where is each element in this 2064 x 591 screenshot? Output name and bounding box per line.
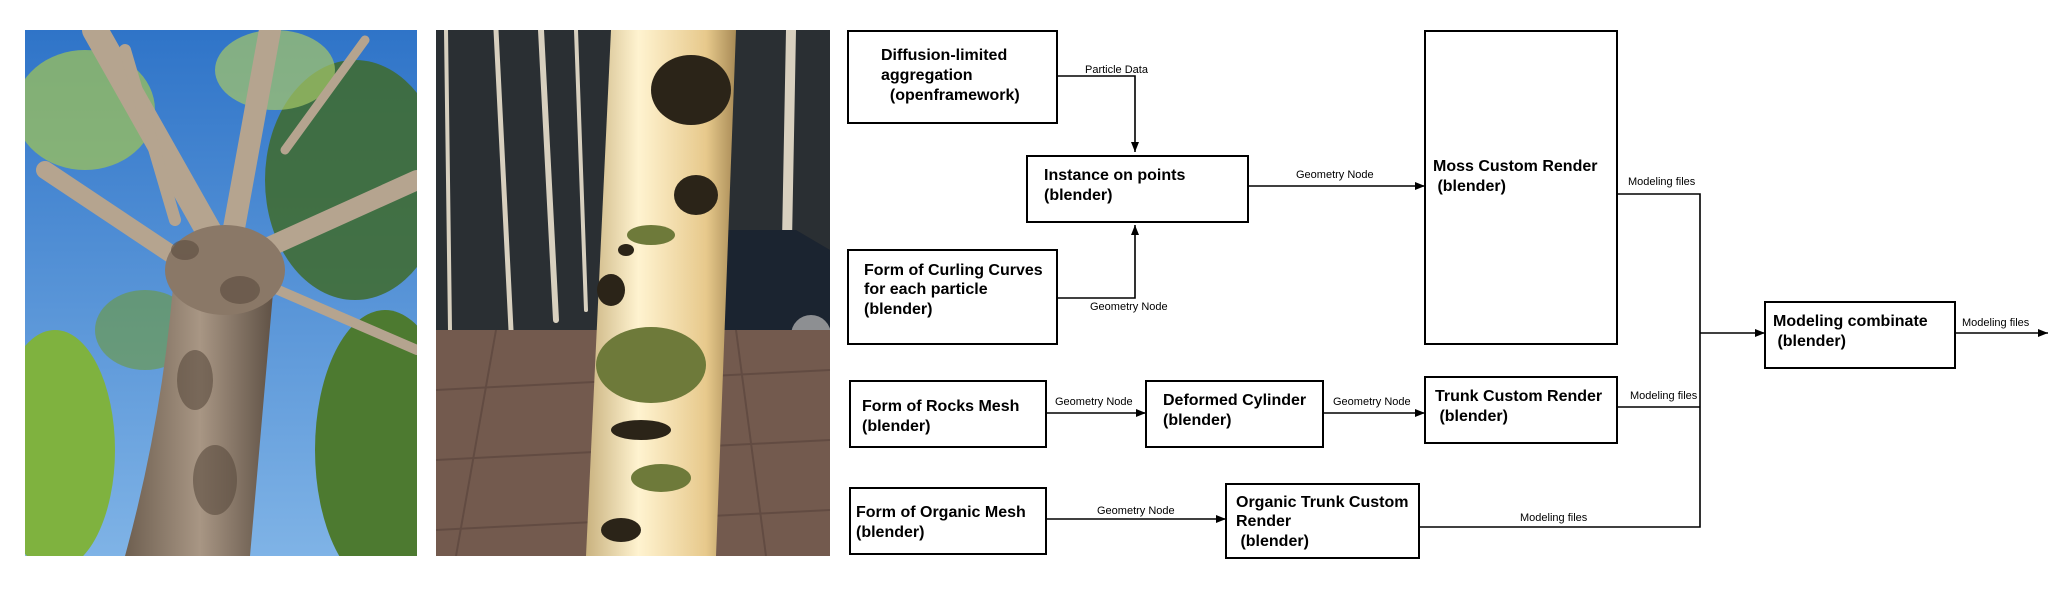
sycamore-tree-image <box>25 30 417 556</box>
node-curling-line-3: (blender) <box>864 301 932 318</box>
node-modeling-combinate: Modeling combinate (blender) <box>1764 301 1956 369</box>
node-dla-line-3: (openframework) <box>881 87 1020 104</box>
node-trunk-line-1: Trunk Custom Render <box>1435 388 1602 405</box>
node-dla-line-1: Diffusion-limited <box>881 47 1007 64</box>
edge-curling-to-instance <box>1057 225 1139 299</box>
edge-label-modeling-files-organic: Modeling files <box>1520 512 1588 524</box>
node-curling-line-2: for each particle <box>864 281 988 298</box>
node-moss-line-2: (blender) <box>1433 178 1506 195</box>
node-deformed-line-2: (blender) <box>1163 412 1231 429</box>
sycamore-tree-photo <box>25 30 417 556</box>
node-deformed-cylinder: Deformed Cylinder (blender) <box>1145 380 1324 448</box>
edge-label-modeling-files-trunk: Modeling files <box>1630 390 1698 402</box>
node-diffusion-limited-aggregation: Diffusion-limited aggregation (openframe… <box>847 30 1058 124</box>
edge-label-particle-data: Particle Data <box>1085 64 1149 76</box>
node-organic-trunk-custom-render: Organic Trunk Custom Render (blender) <box>1225 483 1420 559</box>
node-rocks-line-2: (blender) <box>862 418 930 435</box>
edge-moss-organic-bus <box>1419 193 1701 528</box>
node-rocks-line-1: Form of Rocks Mesh <box>862 398 1019 415</box>
node-deformed-line-1: Deformed Cylinder <box>1163 392 1306 409</box>
node-form-of-curling-curves: Form of Curling Curves for each particle… <box>847 249 1058 345</box>
edge-label-geometry-node-deformed: Geometry Node <box>1333 396 1411 408</box>
edge-label-modeling-files-output: Modeling files <box>1962 317 2030 329</box>
edge-label-geometry-node-rocks: Geometry Node <box>1055 396 1133 408</box>
node-instance-line-2: (blender) <box>1044 187 1112 204</box>
node-combinate-line-1: Modeling combinate <box>1773 313 1928 330</box>
node-trunk-custom-render: Trunk Custom Render (blender) <box>1424 376 1618 444</box>
node-combinate-line-2: (blender) <box>1773 333 1846 350</box>
node-organic-mesh-line-2: (blender) <box>856 524 924 541</box>
node-instance-line-1: Instance on points <box>1044 167 1185 184</box>
node-curling-line-1: Form of Curling Curves <box>864 262 1043 279</box>
node-organic-mesh-line-1: Form of Organic Mesh <box>856 504 1026 521</box>
node-organic-trunk-line-2: Render <box>1236 513 1291 530</box>
edge-dla-to-instance <box>1057 75 1139 152</box>
node-instance-on-points: Instance on points (blender) <box>1026 155 1249 223</box>
node-dla-line-2: aggregation <box>881 67 973 84</box>
edge-label-geometry-node-organic: Geometry Node <box>1097 505 1175 517</box>
node-form-of-organic-mesh: Form of Organic Mesh (blender) <box>849 487 1047 555</box>
edge-label-geometry-node-curling: Geometry Node <box>1090 301 1168 313</box>
edge-label-modeling-files-moss: Modeling files <box>1628 176 1696 188</box>
node-form-of-rocks-mesh: Form of Rocks Mesh (blender) <box>849 380 1047 448</box>
node-trunk-line-2: (blender) <box>1435 408 1508 425</box>
birch-tree-image <box>436 30 830 556</box>
node-moss-custom-render: Moss Custom Render (blender) <box>1424 30 1618 345</box>
node-organic-trunk-line-3: (blender) <box>1236 533 1309 550</box>
birch-tree-photo <box>436 30 830 556</box>
node-organic-trunk-line-1: Organic Trunk Custom <box>1236 494 1408 511</box>
node-moss-line-1: Moss Custom Render <box>1433 158 1597 175</box>
edge-label-geometry-node-instance: Geometry Node <box>1296 169 1374 181</box>
